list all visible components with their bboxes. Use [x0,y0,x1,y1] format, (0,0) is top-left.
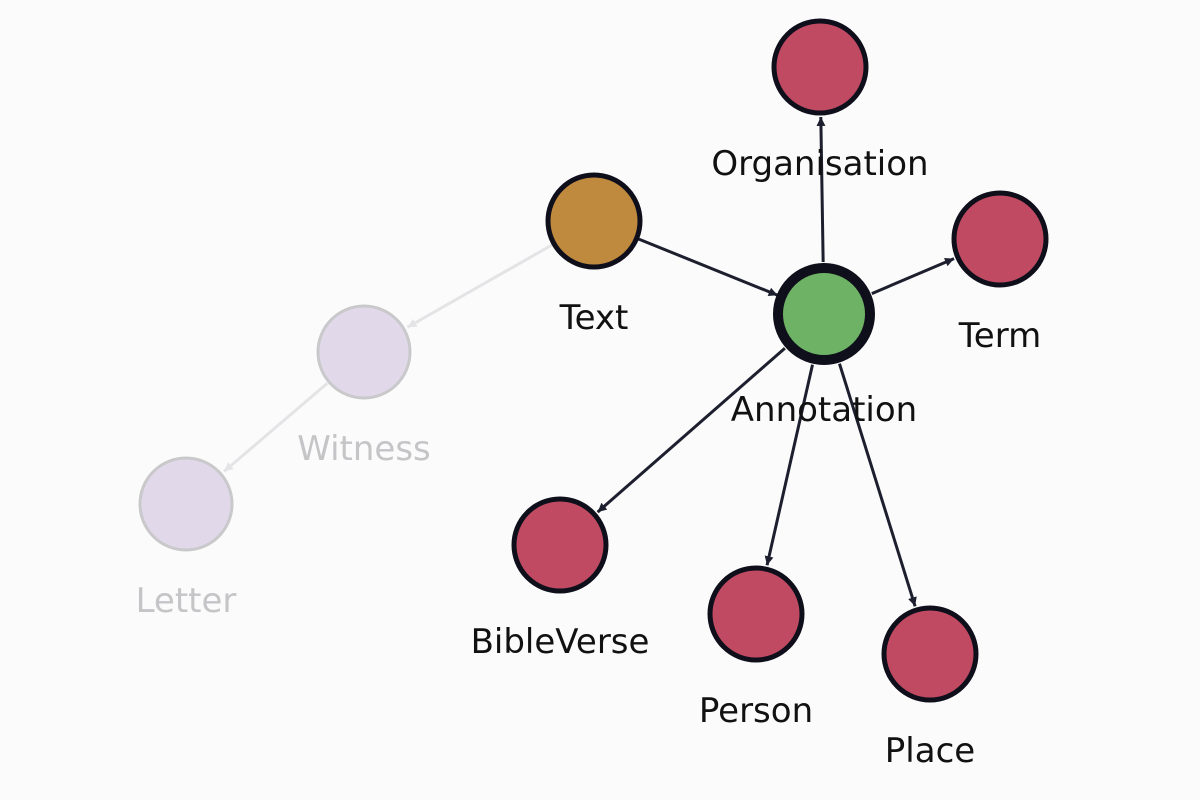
node-bibleverse[interactable] [511,496,609,594]
node-label-witness: Witness [297,429,431,469]
edge-annotation-to-organisation [816,116,826,263]
node-annotation[interactable] [773,263,875,365]
node-label-letter: Letter [136,581,237,621]
node-text[interactable] [545,172,643,270]
node-place[interactable] [881,605,979,703]
node-label-annotation: Annotation [731,390,917,430]
node-label-text: Text [559,298,629,338]
node-letter[interactable] [138,456,234,552]
node-organisation[interactable] [771,18,869,116]
edge-annotation-to-place [838,363,917,607]
node-witness[interactable] [316,304,412,400]
edge-text-to-witness [406,243,554,329]
edge-annotation-to-bibleverse [596,347,786,514]
edge-annotation-to-person [764,364,814,566]
node-term[interactable] [951,190,1049,288]
node-label-person: Person [699,691,813,731]
edge-annotation-to-term [871,257,955,295]
nodes-layer [138,18,1049,703]
node-label-place: Place [885,731,975,771]
node-person[interactable] [707,565,805,663]
node-label-term: Term [958,316,1041,356]
node-label-bibleverse: BibleVerse [471,622,650,662]
edge-witness-to-letter [223,382,329,473]
edge-text-to-annotation [637,237,779,297]
edges-layer [223,116,955,607]
node-label-organisation: Organisation [711,144,928,184]
